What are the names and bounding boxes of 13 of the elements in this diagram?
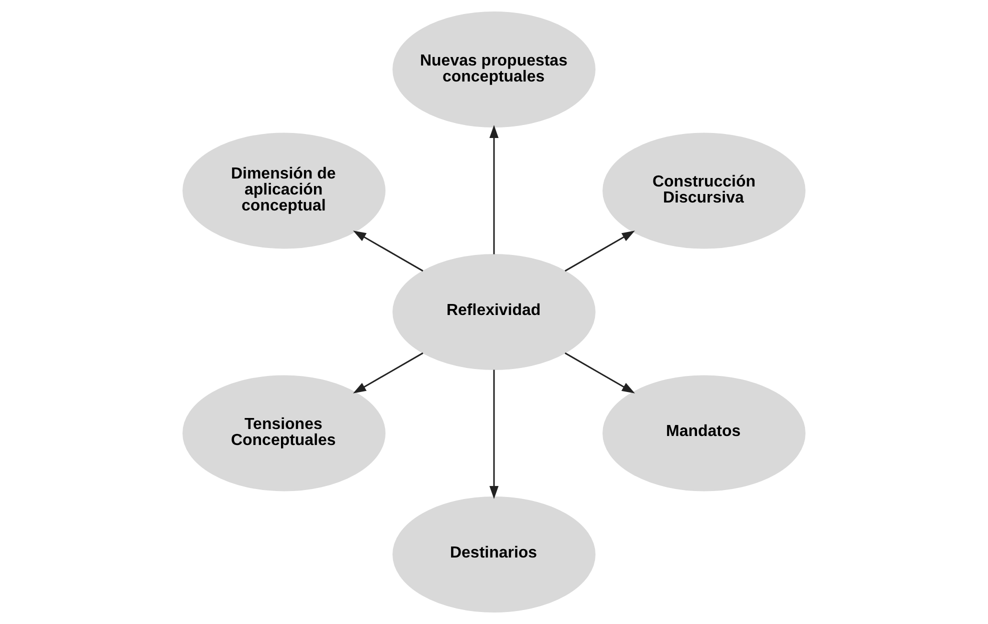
node-ellipse: Reflexividad: [392, 254, 596, 370]
node-ellipse: Mandatos: [602, 375, 806, 492]
arrow: [564, 352, 635, 394]
arrow: [489, 370, 499, 500]
node-ellipse: Construcción Discursiva: [602, 132, 806, 249]
arrow: [353, 352, 424, 394]
node-ellipse: Tensiones Conceptuales: [182, 375, 386, 492]
node-ellipse: Nuevas propuestas conceptuales: [392, 12, 596, 128]
arrow: [489, 124, 499, 254]
arrow: [353, 230, 424, 272]
node-ellipse: Destinarios: [392, 496, 596, 612]
node-ellipse: Dimensión de aplicación conceptual: [182, 132, 386, 249]
arrow: [564, 230, 635, 272]
